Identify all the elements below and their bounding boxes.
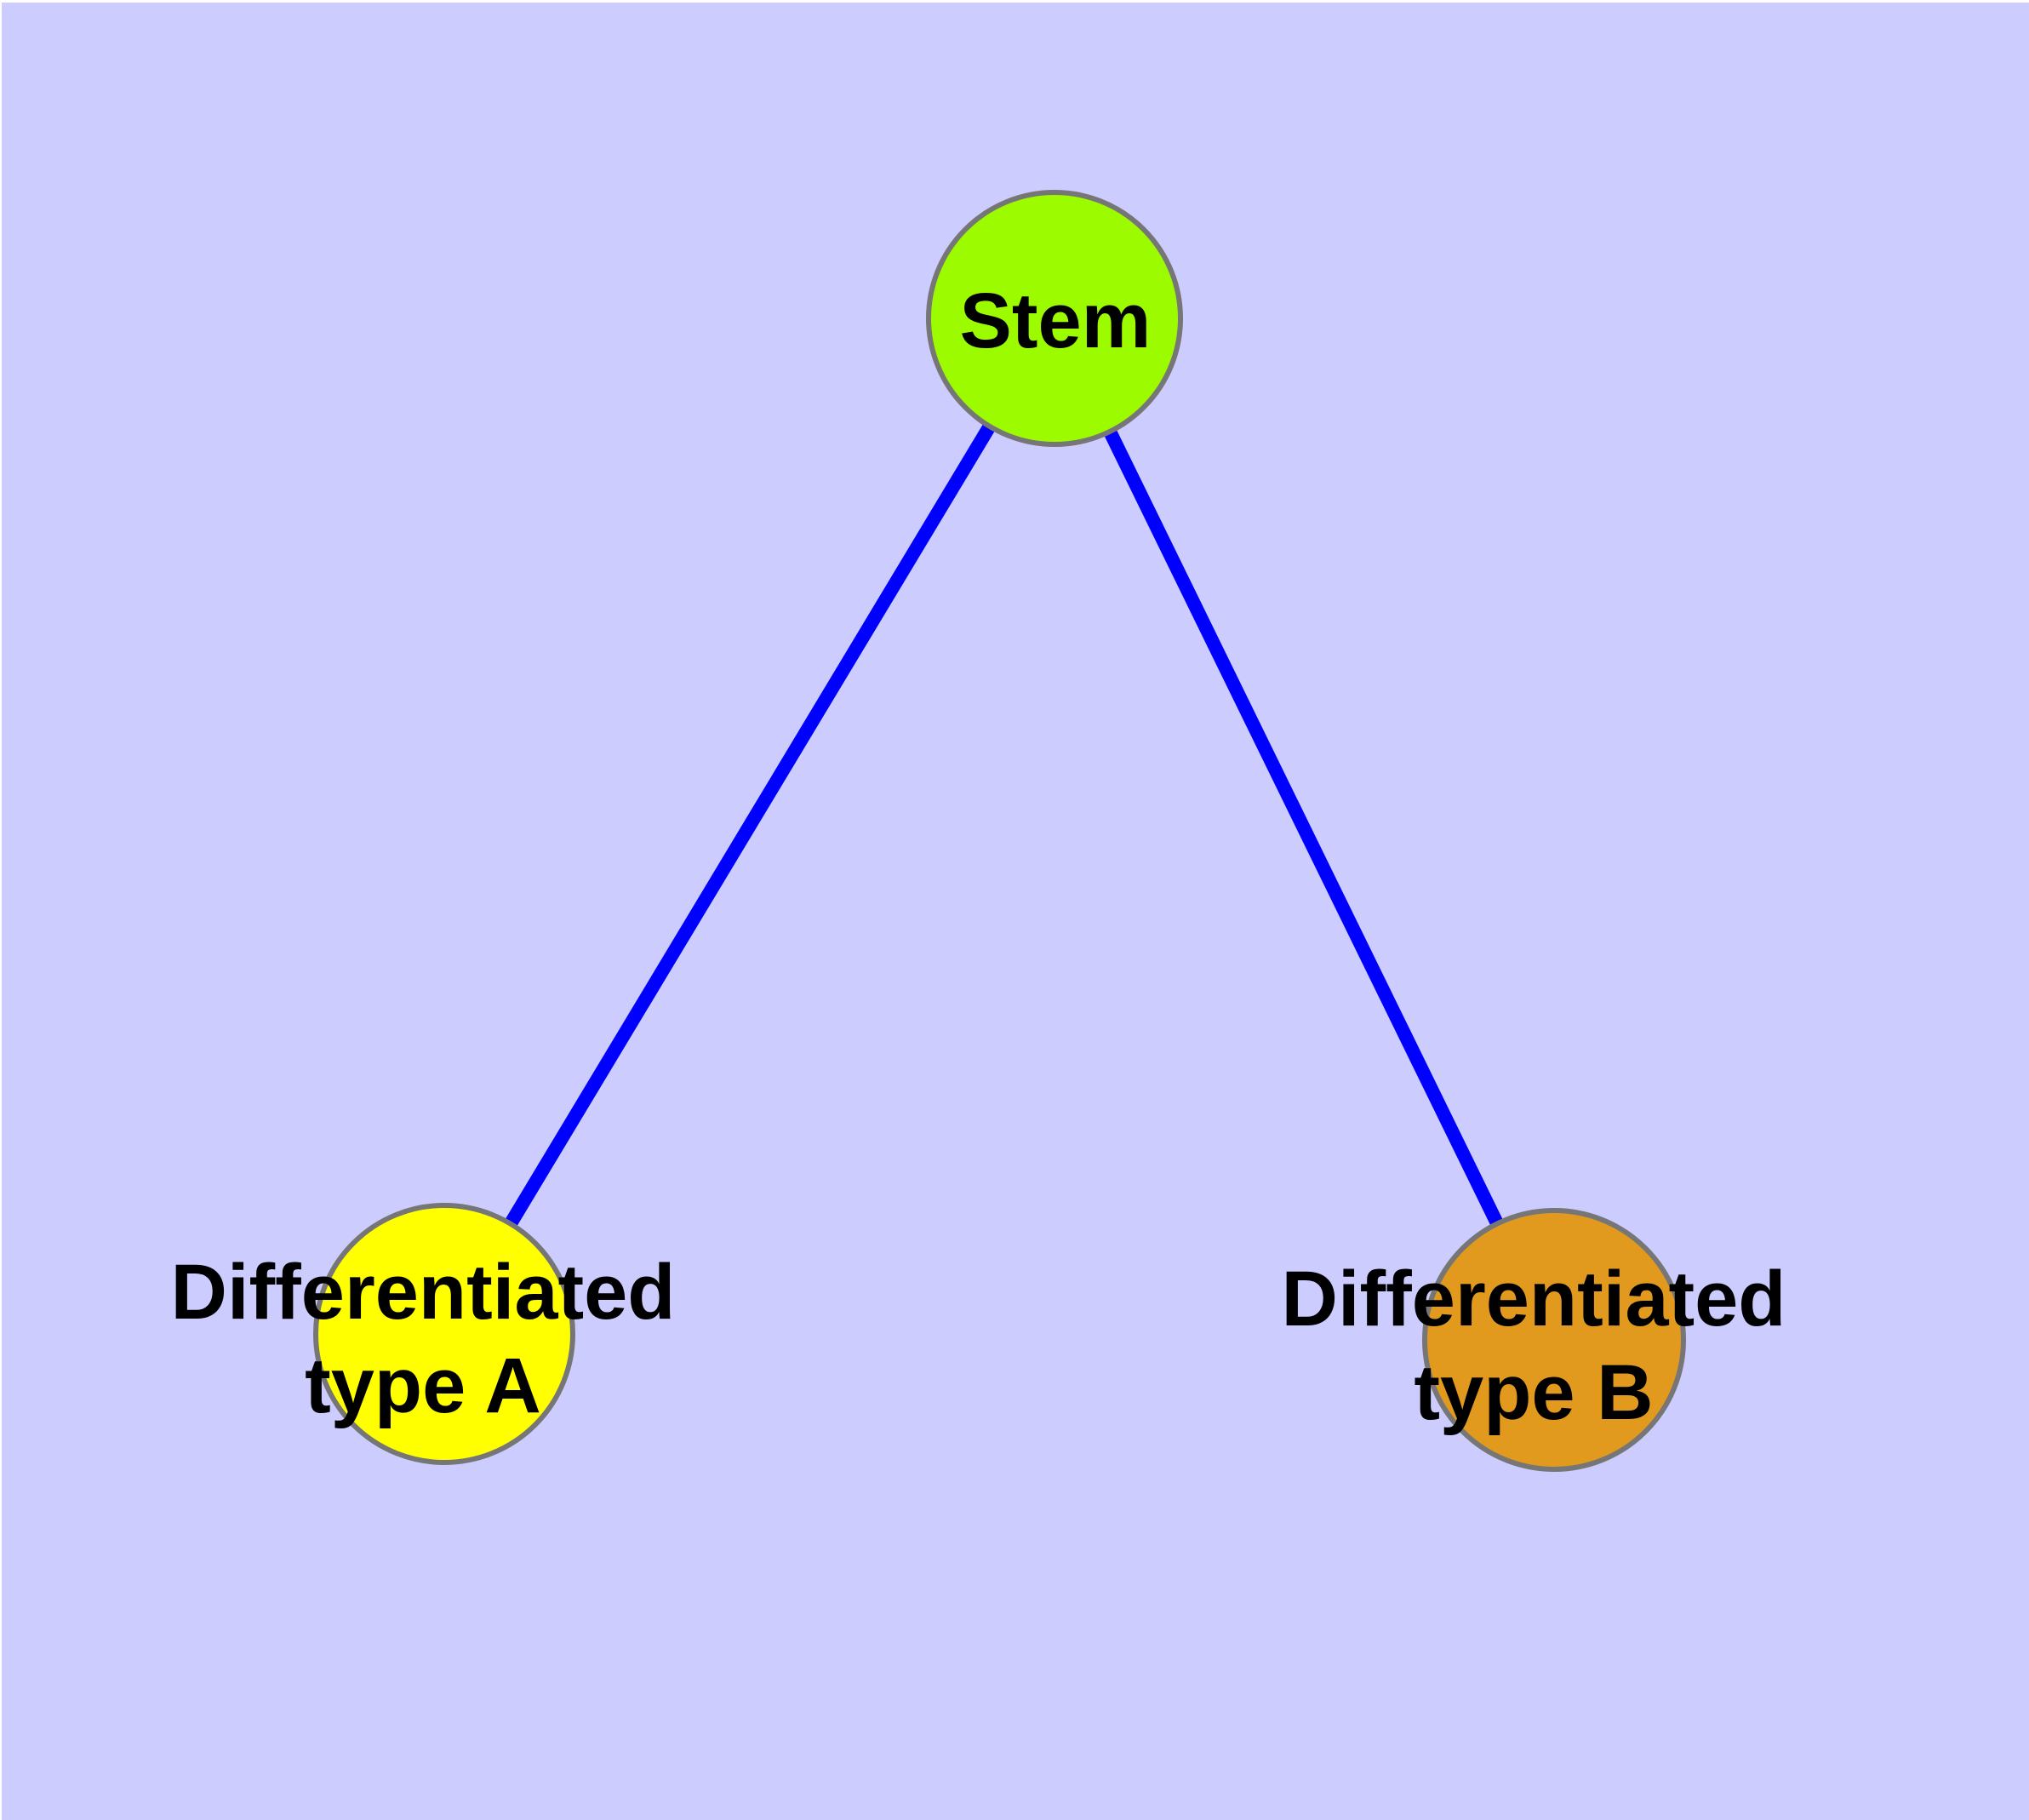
node-stem-circle [926, 190, 1183, 447]
edges-layer [438, 314, 1561, 1343]
node-type-a-label-line1: Differentiated [171, 1249, 676, 1336]
nodes-layer [313, 190, 1686, 1472]
node-type-a-circle [313, 1203, 575, 1465]
labels-layer: Stem Differentiated type A Differentiate… [171, 278, 1786, 1436]
edge-stem-to-type-a [438, 314, 1060, 1338]
node-type-a-label-line2: type A [305, 1342, 541, 1429]
node-type-b-circle [1422, 1208, 1686, 1472]
node-stem-label: Stem [960, 278, 1152, 364]
node-type-b-label-line1: Differentiated [1282, 1256, 1786, 1342]
edge-stem-to-type-b [1048, 315, 1561, 1343]
node-type-b-label-line2: type B [1414, 1349, 1653, 1436]
lineage-graph: Stem Differentiated type A Differentiate… [2, 3, 2029, 1820]
graph-stage: Stem Differentiated type A Differentiate… [2, 3, 2029, 1820]
